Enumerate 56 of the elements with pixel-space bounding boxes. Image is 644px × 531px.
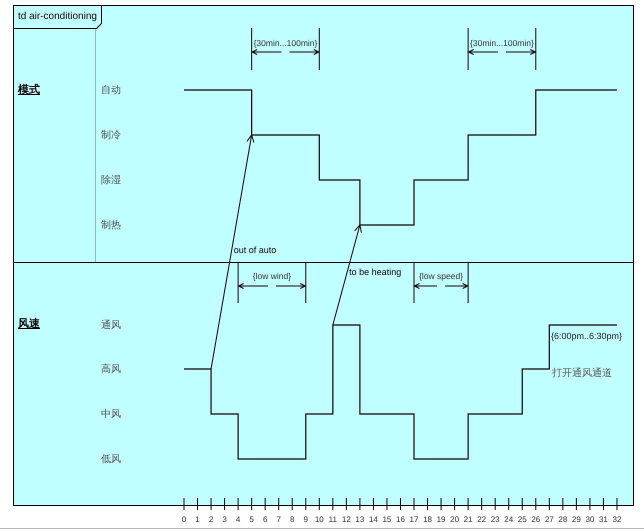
- tick-label: 18: [423, 515, 432, 525]
- tick-label: 8: [290, 515, 294, 525]
- tick-label: 13: [355, 515, 364, 525]
- tick-label: 32: [612, 515, 622, 525]
- tick-label: 27: [544, 515, 554, 525]
- message-arrow: [210, 134, 254, 370]
- tick-label: 29: [572, 515, 581, 525]
- lifeline-name: 模式: [18, 83, 40, 97]
- constraint-label: {low wind}: [252, 270, 292, 282]
- state-name: 制冷: [101, 128, 121, 142]
- tick-label: 22: [477, 515, 486, 525]
- tick-label: 4: [236, 515, 240, 525]
- tick-label: 31: [598, 515, 608, 525]
- tick-label: 15: [382, 515, 392, 525]
- tick-label: 5: [249, 515, 254, 525]
- state-name: 通风: [101, 318, 121, 332]
- tick-label: 9: [304, 515, 308, 525]
- tick-label: 10: [314, 515, 324, 525]
- lifeline-lane: [14, 28, 633, 263]
- message-label: to be heating: [349, 266, 402, 278]
- tick-label: 17: [410, 515, 418, 525]
- tick-label: 2: [208, 515, 214, 525]
- tick-label: 1: [195, 515, 200, 525]
- state-name: 自动: [101, 84, 121, 96]
- message-arrow: [332, 224, 362, 326]
- tick-label: 30: [585, 515, 594, 525]
- tick-label: 25: [518, 515, 527, 525]
- diagram-frame: [13, 5, 634, 506]
- state-waveform: [183, 89, 618, 226]
- state-name: 除湿: [101, 174, 121, 186]
- tick-label: 6: [262, 515, 268, 525]
- state-name: 中风: [101, 408, 121, 420]
- tick-label: 24: [504, 515, 514, 525]
- tick-label: 21: [464, 515, 473, 525]
- lifeline-name: 风速: [18, 317, 40, 331]
- tick-label: 23: [490, 515, 500, 525]
- tick-label: 12: [342, 515, 351, 525]
- tick-label: 16: [396, 515, 405, 525]
- tick-label: 7: [276, 515, 281, 525]
- tick-label: 26: [531, 515, 540, 525]
- note-text: 打开通风通道: [552, 366, 612, 380]
- tick-label: 19: [436, 515, 446, 525]
- tick-label: 28: [558, 515, 568, 525]
- constraint-label: {low speed}: [419, 270, 464, 282]
- frame-name: td air-conditioning: [18, 11, 97, 23]
- tick-label: 0: [182, 515, 186, 525]
- tick-label: 20: [450, 515, 460, 525]
- constraint-label: {30min...100min}: [254, 38, 318, 48]
- state-name: 低风: [101, 452, 121, 466]
- note-text: {6:00pm..6:30pm}: [551, 330, 622, 342]
- tick-label: 11: [328, 515, 337, 525]
- state-name: 制热: [101, 218, 121, 232]
- constraint-label: {30min...100min}: [470, 38, 534, 48]
- tick-label: 3: [222, 515, 227, 525]
- state-name: 高风: [101, 362, 121, 376]
- tick-label: 14: [368, 515, 378, 525]
